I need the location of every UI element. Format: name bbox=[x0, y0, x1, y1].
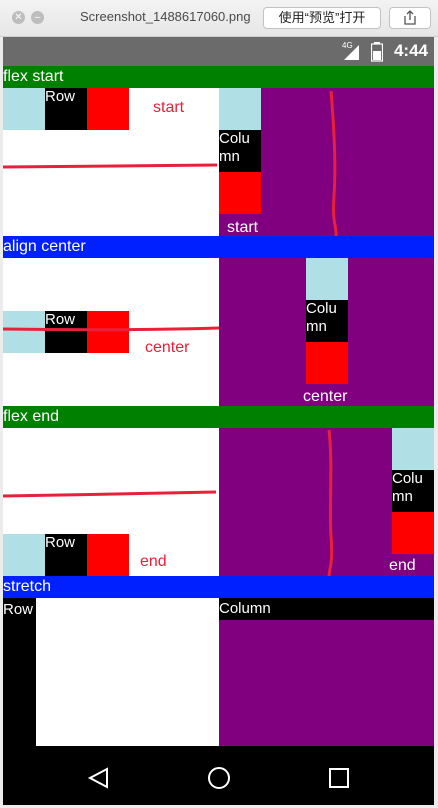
row-box-1 bbox=[3, 534, 45, 576]
column-pane-flex-end: Colu mn end bbox=[219, 428, 434, 576]
section-header-flex-start: flex start bbox=[3, 66, 434, 88]
window-title: Screenshot_1488617060.png bbox=[80, 9, 251, 24]
row-annotation: end bbox=[140, 553, 167, 570]
row-box-3 bbox=[87, 311, 129, 353]
app-content: flex start Row start Colu mn start align… bbox=[3, 66, 434, 746]
back-icon[interactable] bbox=[87, 766, 111, 790]
column-box-3 bbox=[306, 342, 348, 384]
column-stretch-box: Column bbox=[219, 598, 434, 620]
network-type: 4G bbox=[342, 41, 353, 50]
column-box-1 bbox=[392, 428, 434, 470]
row-box-3 bbox=[87, 534, 129, 576]
clock: 4:44 bbox=[393, 41, 428, 60]
section-header-align-center: align center bbox=[3, 236, 434, 258]
section-header-flex-end: flex end bbox=[3, 406, 434, 428]
column-box-3 bbox=[392, 512, 434, 554]
recents-icon[interactable] bbox=[327, 766, 351, 790]
window-titlebar: ✕ – Screenshot_1488617060.png 使用“预览”打开 bbox=[0, 0, 438, 37]
minimize-icon[interactable]: – bbox=[31, 11, 44, 24]
column-annotation: start bbox=[227, 219, 259, 236]
column-box-2: Colu mn bbox=[219, 130, 261, 172]
signal-icon bbox=[344, 45, 359, 60]
row-box-1 bbox=[3, 88, 45, 130]
phone-screen: 4G 4:44 flex start Row start Colu mn sta bbox=[3, 37, 434, 805]
column-box-1 bbox=[219, 88, 261, 130]
row-pane-stretch: Row bbox=[3, 598, 219, 746]
home-icon[interactable] bbox=[207, 766, 231, 790]
row-pane-flex-end: Row end bbox=[3, 428, 219, 576]
column-annotation: end bbox=[389, 557, 416, 574]
status-bar: 4G 4:44 bbox=[3, 37, 434, 66]
row-annotation: start bbox=[153, 99, 185, 116]
column-pane-flex-start: Colu mn start bbox=[219, 88, 434, 236]
column-box-3 bbox=[219, 172, 261, 214]
open-with-preview-button[interactable]: 使用“预览”打开 bbox=[263, 7, 381, 29]
android-nav-bar bbox=[3, 746, 434, 805]
row-stretch-box: Row bbox=[3, 598, 36, 746]
row-box-3 bbox=[87, 88, 129, 130]
row-box-2: Row bbox=[45, 534, 87, 576]
column-box-2: Colu mn bbox=[392, 470, 434, 512]
row-annotation: center bbox=[145, 339, 190, 356]
row-pane-align-center: Row center bbox=[3, 258, 219, 406]
section-header-stretch: stretch bbox=[3, 576, 434, 598]
column-box-2: Colu mn bbox=[306, 300, 348, 342]
column-box-1 bbox=[306, 258, 348, 300]
battery-icon bbox=[371, 42, 383, 62]
row-box-2: Row bbox=[45, 88, 87, 130]
share-icon bbox=[404, 10, 416, 25]
column-annotation: center bbox=[303, 388, 348, 405]
row-box-2: Row bbox=[45, 311, 87, 353]
row-pane-flex-start: Row start bbox=[3, 88, 219, 236]
column-pane-stretch: Column bbox=[219, 598, 434, 746]
column-pane-align-center: Colu mn center bbox=[219, 258, 434, 406]
row-box-1 bbox=[3, 311, 45, 353]
share-button[interactable] bbox=[389, 7, 431, 29]
close-icon[interactable]: ✕ bbox=[12, 11, 25, 24]
